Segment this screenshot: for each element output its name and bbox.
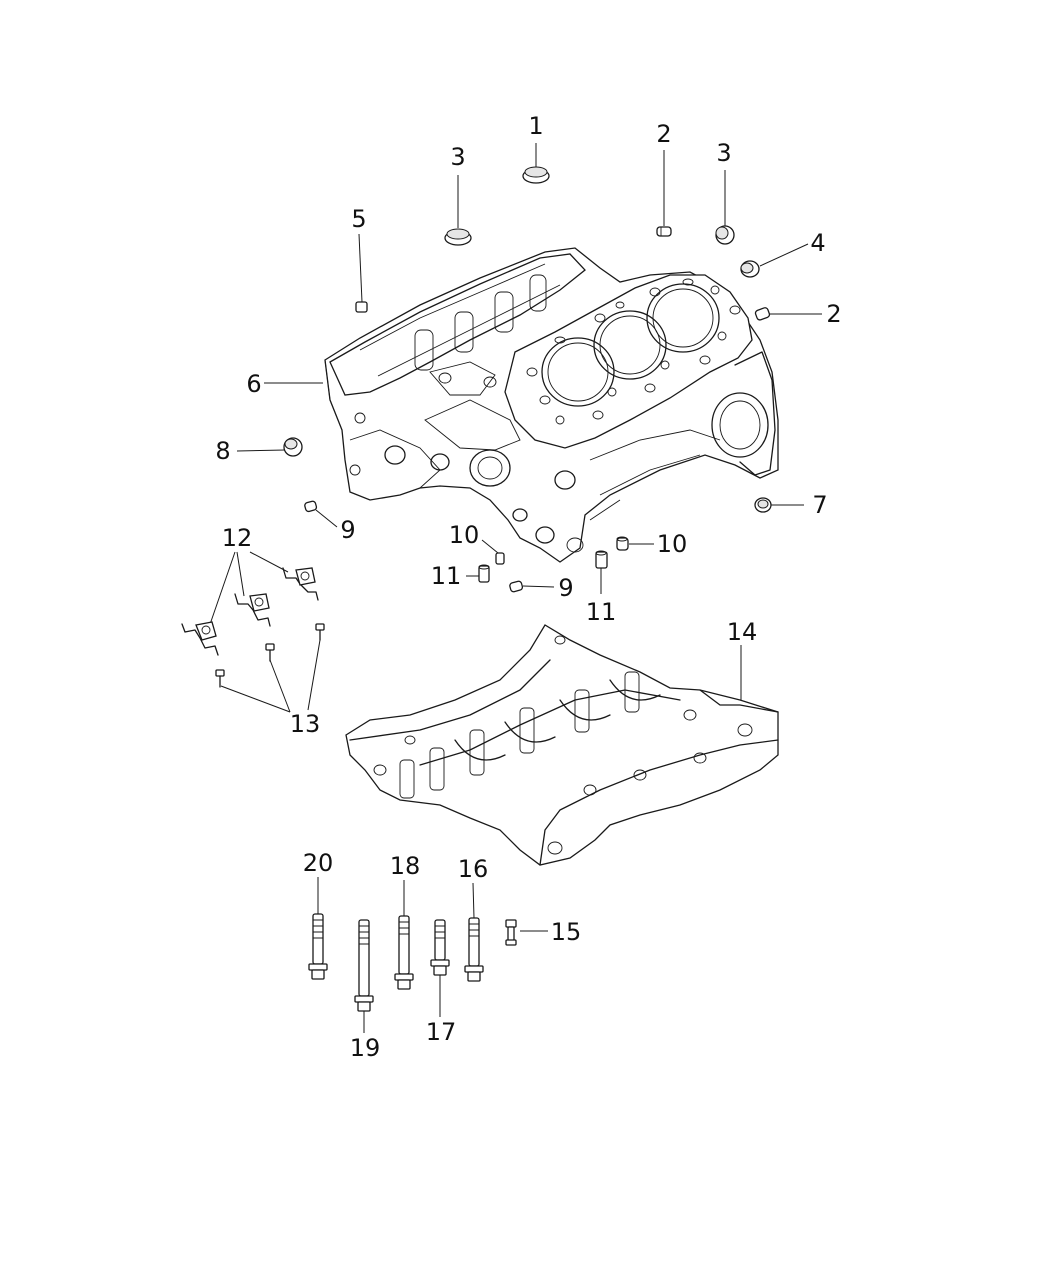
bolt-13b xyxy=(265,643,275,662)
bolt-20 xyxy=(308,913,328,980)
callout-6: 6 xyxy=(246,370,262,398)
callout-10b: 10 xyxy=(656,530,688,558)
callout-10a: 10 xyxy=(448,521,480,549)
expansion-plug-3a xyxy=(444,228,472,246)
expansion-plug-3b xyxy=(715,225,735,245)
callout-14: 14 xyxy=(726,618,758,646)
callout-7: 7 xyxy=(812,491,828,519)
callout-2b: 2 xyxy=(826,300,842,328)
dowel-9a xyxy=(304,500,318,513)
dowel-10a xyxy=(495,552,505,565)
cooling-jet-3 xyxy=(282,567,319,601)
callout-11a: 11 xyxy=(430,562,462,590)
dowel-2a xyxy=(656,226,672,237)
bolt-18 xyxy=(394,915,414,990)
dowel-9b xyxy=(509,580,524,593)
callout-15: 15 xyxy=(550,918,582,946)
dowel-10b xyxy=(616,536,629,551)
dowel-11a xyxy=(478,564,490,583)
callout-19: 19 xyxy=(349,1034,381,1062)
jet-bolts xyxy=(215,623,325,688)
callout-3b: 3 xyxy=(716,139,732,167)
cylinder-block-illustration xyxy=(324,247,779,563)
cooling-jet-1 xyxy=(181,621,219,656)
callout-13: 13 xyxy=(289,710,321,738)
callout-9a: 9 xyxy=(340,516,356,544)
plug-7 xyxy=(754,497,772,513)
callout-1: 1 xyxy=(528,112,544,140)
bolt-15 xyxy=(505,919,517,946)
cooling-jet-2 xyxy=(234,593,271,627)
cooling-jets xyxy=(181,567,319,656)
callout-11b: 11 xyxy=(585,598,617,626)
bolt-16 xyxy=(464,917,484,982)
callout-16: 16 xyxy=(457,855,489,883)
callout-2a: 2 xyxy=(656,120,672,148)
callout-5: 5 xyxy=(351,205,367,233)
small-parts-top xyxy=(283,166,772,593)
callout-17: 17 xyxy=(425,1018,457,1046)
callout-20: 20 xyxy=(302,849,334,877)
callout-4: 4 xyxy=(810,229,826,257)
expansion-plug-1 xyxy=(522,166,550,184)
expansion-plug-4 xyxy=(740,260,760,278)
bolt-13c xyxy=(215,669,225,688)
callout-18: 18 xyxy=(389,852,421,880)
dowel-11b xyxy=(595,550,608,569)
bolt-19 xyxy=(354,919,374,1012)
leader-lines xyxy=(206,143,822,1033)
callout-12: 12 xyxy=(221,524,253,552)
callout-9b: 9 xyxy=(558,574,574,602)
bedplate-bolts xyxy=(308,913,517,1012)
plug-5 xyxy=(355,301,368,313)
bedplate-illustration xyxy=(345,624,779,866)
bolt-13a xyxy=(315,623,325,641)
plug-8 xyxy=(283,437,303,457)
callout-3a: 3 xyxy=(450,143,466,171)
dowel-2b xyxy=(754,307,771,321)
bolt-17 xyxy=(430,919,450,976)
callout-8: 8 xyxy=(215,437,231,465)
